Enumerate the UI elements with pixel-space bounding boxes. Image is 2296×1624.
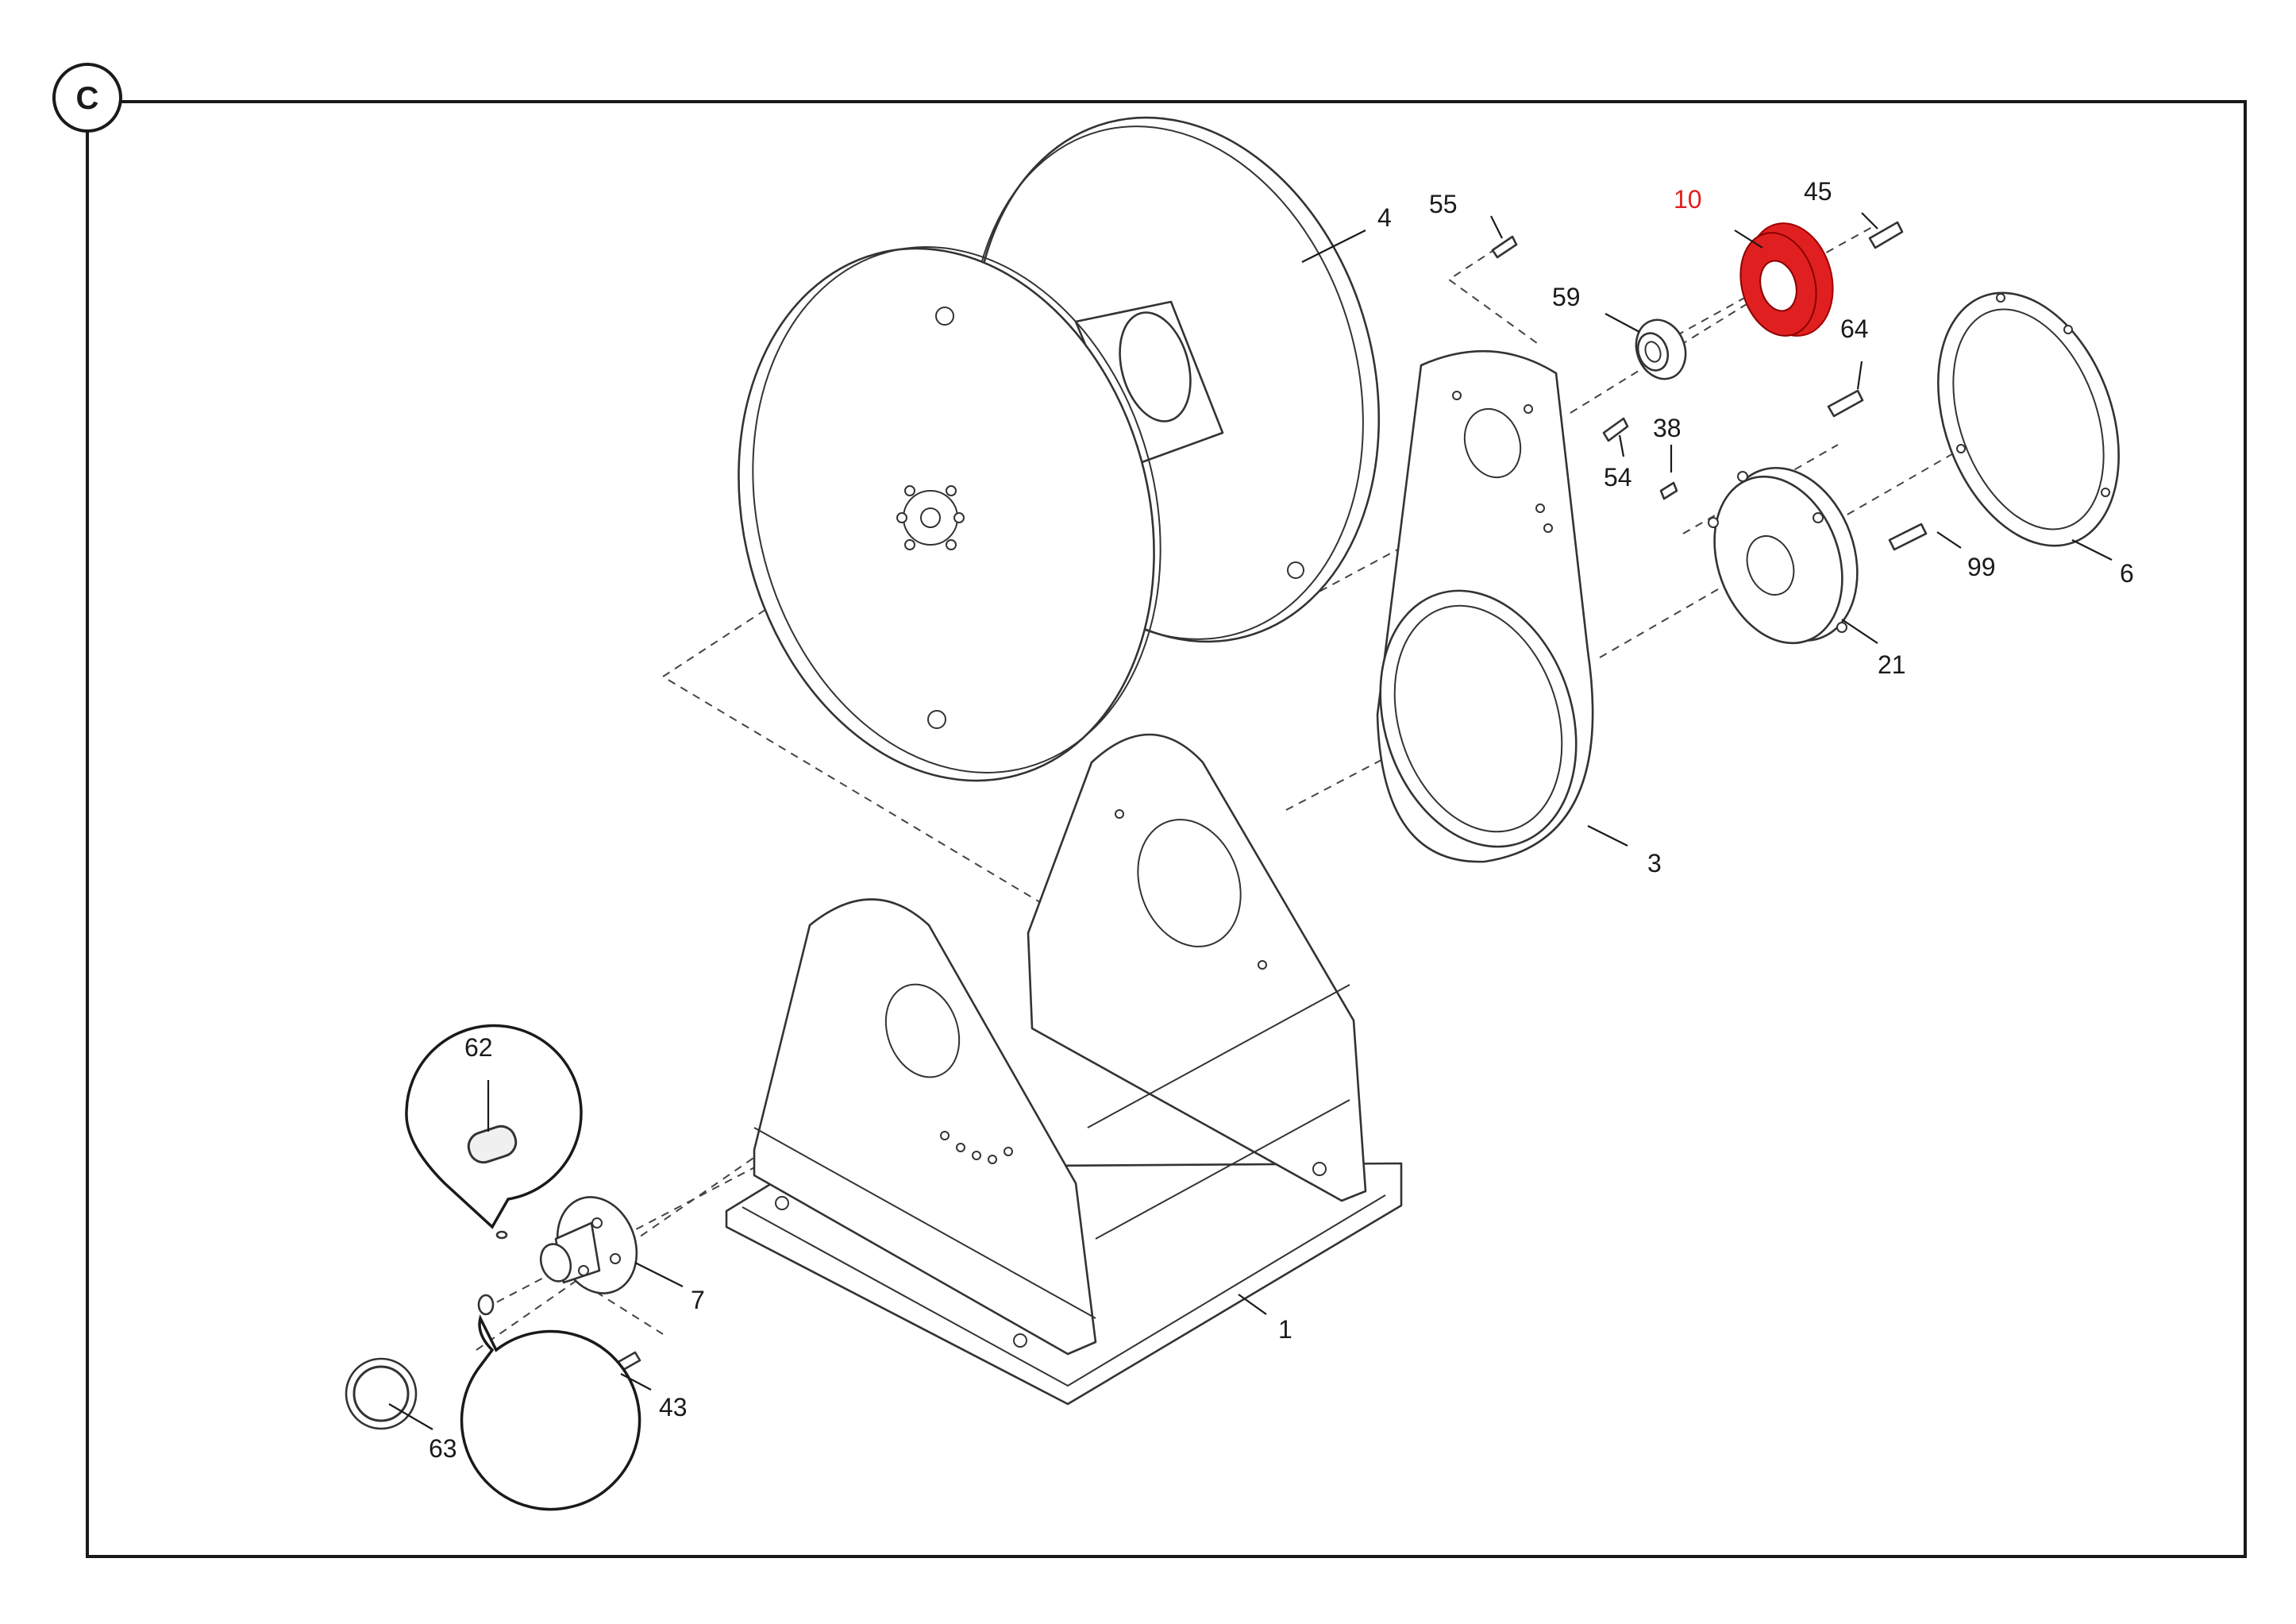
flange-part-10-highlighted <box>1739 222 1834 337</box>
callout-59: 59 <box>1552 283 1581 311</box>
bolt-part-64 <box>1827 389 1864 418</box>
callout-3: 3 <box>1647 849 1662 878</box>
callout-99: 99 <box>1967 553 1996 581</box>
callout-labels: 1 3 4 6 7 10 21 38 43 45 54 55 59 62 63 … <box>429 177 2134 1463</box>
motor-flange-part-21 <box>1708 466 1859 645</box>
callout-10: 10 <box>1674 185 1702 214</box>
bolt-part-99 <box>1888 523 1928 551</box>
callout-38: 38 <box>1653 414 1682 442</box>
callout-63: 63 <box>429 1434 457 1463</box>
key-small-part-62 <box>495 1230 508 1240</box>
callout-64: 64 <box>1840 314 1869 343</box>
side-plate-part-3 <box>1376 349 1594 863</box>
callout-7: 7 <box>691 1286 705 1314</box>
bolt-part-55 <box>1491 235 1518 259</box>
detail-bubble-key <box>405 1024 583 1229</box>
section-marker: C <box>52 63 122 133</box>
base-frame-part-1 <box>725 733 1403 1406</box>
drum-part-4 <box>738 116 1381 782</box>
ring-small-part-63 <box>477 1294 495 1316</box>
callout-54: 54 <box>1604 463 1632 492</box>
callout-62: 62 <box>464 1033 493 1062</box>
callout-1: 1 <box>1278 1315 1292 1344</box>
callout-21: 21 <box>1878 650 1906 679</box>
screw-part-38 <box>1659 481 1678 500</box>
callout-45: 45 <box>1804 177 1832 206</box>
bolt-part-45 <box>1868 221 1904 249</box>
callout-43: 43 <box>659 1393 688 1421</box>
bolt-part-54 <box>1602 417 1629 442</box>
gasket-ring-part-6 <box>1937 291 2120 547</box>
leader-lines <box>388 212 2113 1430</box>
detail-bubble-circlip <box>345 1313 641 1511</box>
bearing-part-59 <box>1635 318 1687 380</box>
diagram-frame <box>86 100 2247 1558</box>
callout-55: 55 <box>1429 190 1458 218</box>
shaft-hub-part-7 <box>539 1196 638 1294</box>
callout-6: 6 <box>2120 559 2134 588</box>
callout-4: 4 <box>1377 203 1392 232</box>
section-letter: C <box>76 81 99 116</box>
